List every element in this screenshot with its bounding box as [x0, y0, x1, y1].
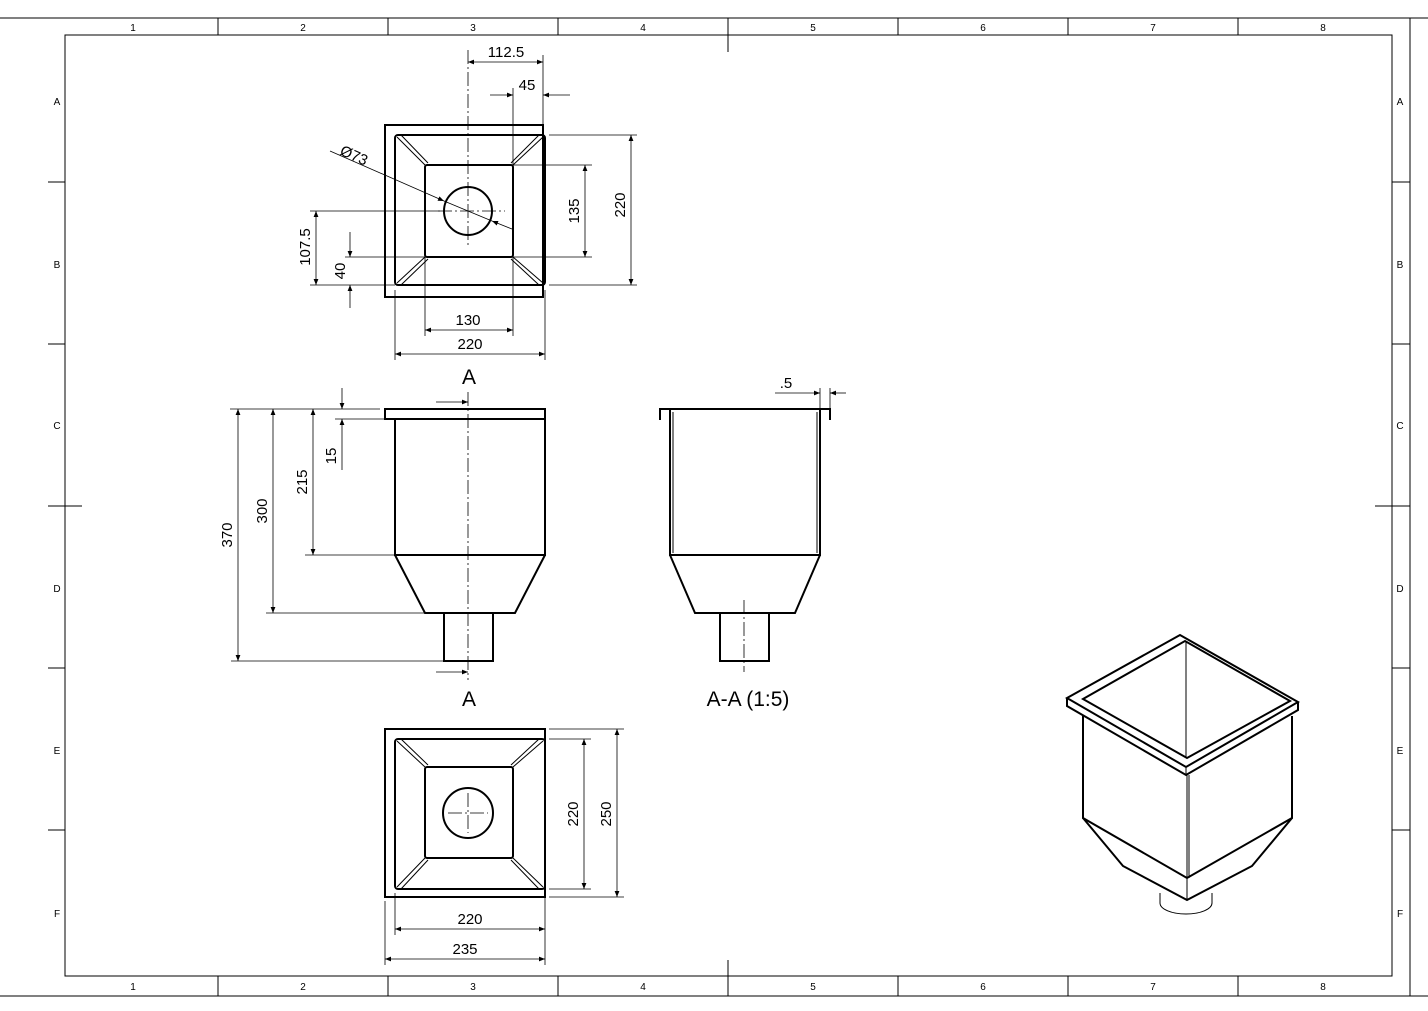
dim-215: 215 — [294, 469, 311, 494]
section-title: A-A (1:5) — [707, 688, 790, 711]
column-label: 5 — [810, 982, 816, 993]
dim-135: 135 — [566, 198, 583, 223]
column-label: 7 — [1150, 23, 1156, 34]
section-view-a-a: .5 A-A (1:5) — [659, 375, 846, 711]
dim-370: 370 — [219, 522, 236, 547]
row-label: A — [1397, 97, 1404, 108]
dim-220-vertical: 220 — [612, 192, 629, 217]
dim-130: 130 — [455, 312, 480, 329]
column-label: 8 — [1320, 982, 1326, 993]
bottom-view: 220 250 220 235 — [384, 728, 624, 965]
column-label: 2 — [300, 982, 306, 993]
row-label: E — [1397, 746, 1404, 757]
front-view: A A 15 215 300 370 — [219, 366, 546, 711]
dim-250: 250 — [598, 801, 615, 826]
column-label: 2 — [300, 23, 306, 34]
dim-235: 235 — [452, 941, 477, 958]
column-label: 3 — [470, 23, 476, 34]
column-label: 3 — [470, 982, 476, 993]
dim-diameter-73: Ø73 — [337, 142, 370, 169]
row-label: E — [54, 746, 61, 757]
column-label: 6 — [980, 982, 986, 993]
column-label: 4 — [640, 23, 646, 34]
row-label: C — [53, 421, 60, 432]
dim-45: 45 — [519, 77, 536, 94]
dim-15: 15 — [323, 448, 340, 465]
column-label: 5 — [810, 23, 816, 34]
dim-40: 40 — [332, 263, 349, 280]
row-label: F — [1397, 909, 1403, 920]
column-label: 6 — [980, 23, 986, 34]
dim-0-5: .5 — [780, 375, 793, 392]
sheet-frame: 1 2 3 4 5 6 7 8 1 2 3 4 5 6 7 8 A B C D … — [0, 17, 1428, 997]
column-label: 4 — [640, 982, 646, 993]
dim-107-5: 107.5 — [297, 228, 314, 266]
row-label: F — [54, 909, 60, 920]
dim-220-horizontal: 220 — [457, 336, 482, 353]
dim-220-horizontal: 220 — [457, 911, 482, 928]
row-label: D — [1396, 584, 1403, 595]
row-label: D — [53, 584, 60, 595]
section-label-bottom: A — [462, 688, 476, 711]
dim-300: 300 — [254, 498, 271, 523]
section-label-top: A — [462, 366, 476, 389]
row-label: B — [54, 260, 61, 271]
row-label: C — [1396, 421, 1403, 432]
isometric-view — [1064, 633, 1301, 915]
row-label: B — [1397, 260, 1404, 271]
column-label: 1 — [130, 23, 136, 34]
dim-112-5: 112.5 — [488, 44, 524, 61]
column-label: 7 — [1150, 982, 1156, 993]
dim-220-vertical: 220 — [565, 801, 582, 826]
row-label: A — [54, 97, 61, 108]
column-label: 8 — [1320, 23, 1326, 34]
top-view: 112.5 45 Ø73 135 220 107.5 40 130 220 — [297, 44, 637, 360]
column-label: 1 — [130, 982, 136, 993]
